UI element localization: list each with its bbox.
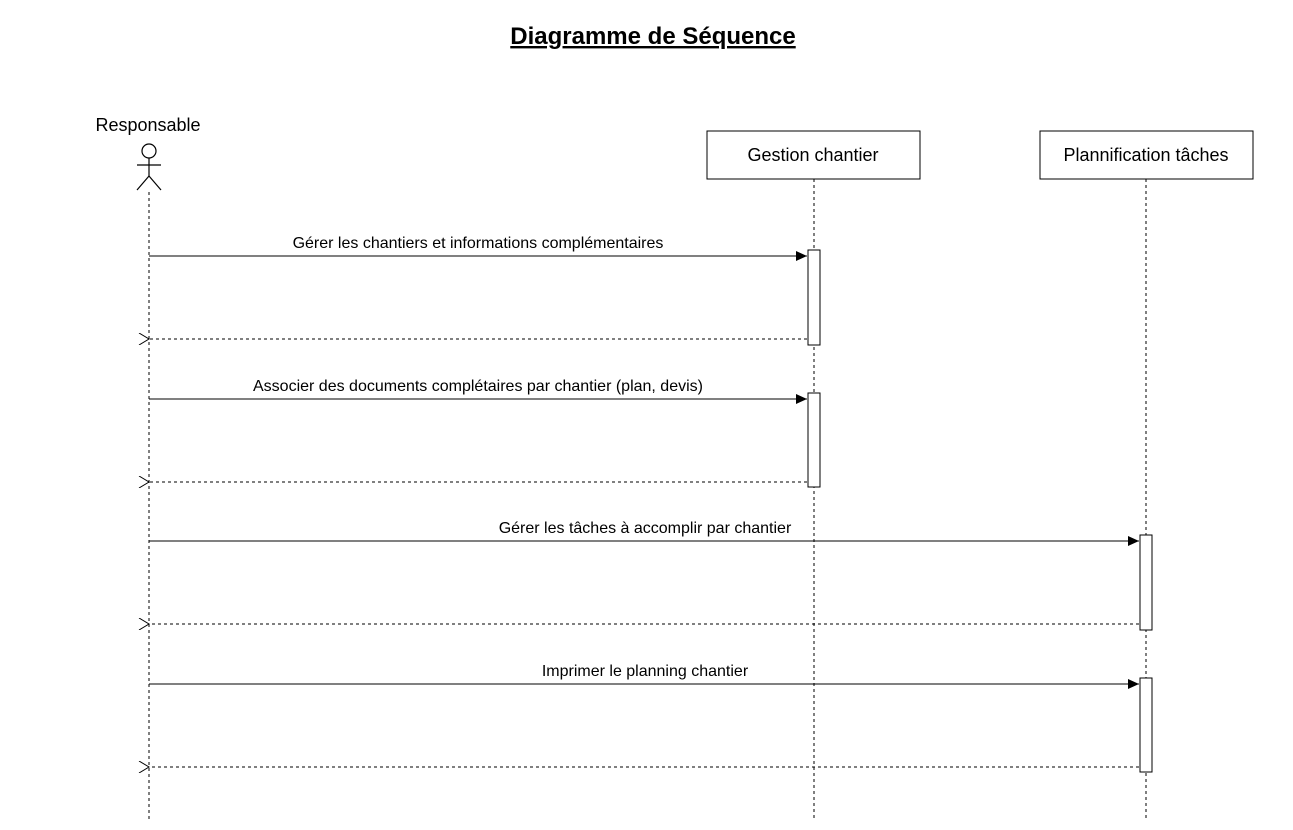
message-label: Imprimer le planning chantier — [542, 663, 749, 680]
gestion-chantier-box — [706, 130, 921, 180]
message-label: Gérer les tâches à accomplir par chantie… — [499, 520, 792, 537]
stick-figure-icon — [136, 143, 162, 191]
activation-bar — [1139, 677, 1153, 773]
message-label: Associer des documents complétaires par … — [253, 378, 703, 395]
actor-label: Responsable — [95, 115, 200, 135]
activation-bar — [1139, 534, 1153, 631]
plannification-taches-label: Plannification tâches — [1063, 145, 1228, 165]
activation-bar — [807, 249, 821, 346]
diagram-title: Diagramme de Séquence — [510, 23, 795, 50]
gestion-chantier-label: Gestion chantier — [747, 145, 878, 165]
message-label: Gérer les chantiers et informations comp… — [293, 235, 664, 252]
plannification-taches-box — [1039, 130, 1254, 180]
activation-bar — [807, 392, 821, 488]
